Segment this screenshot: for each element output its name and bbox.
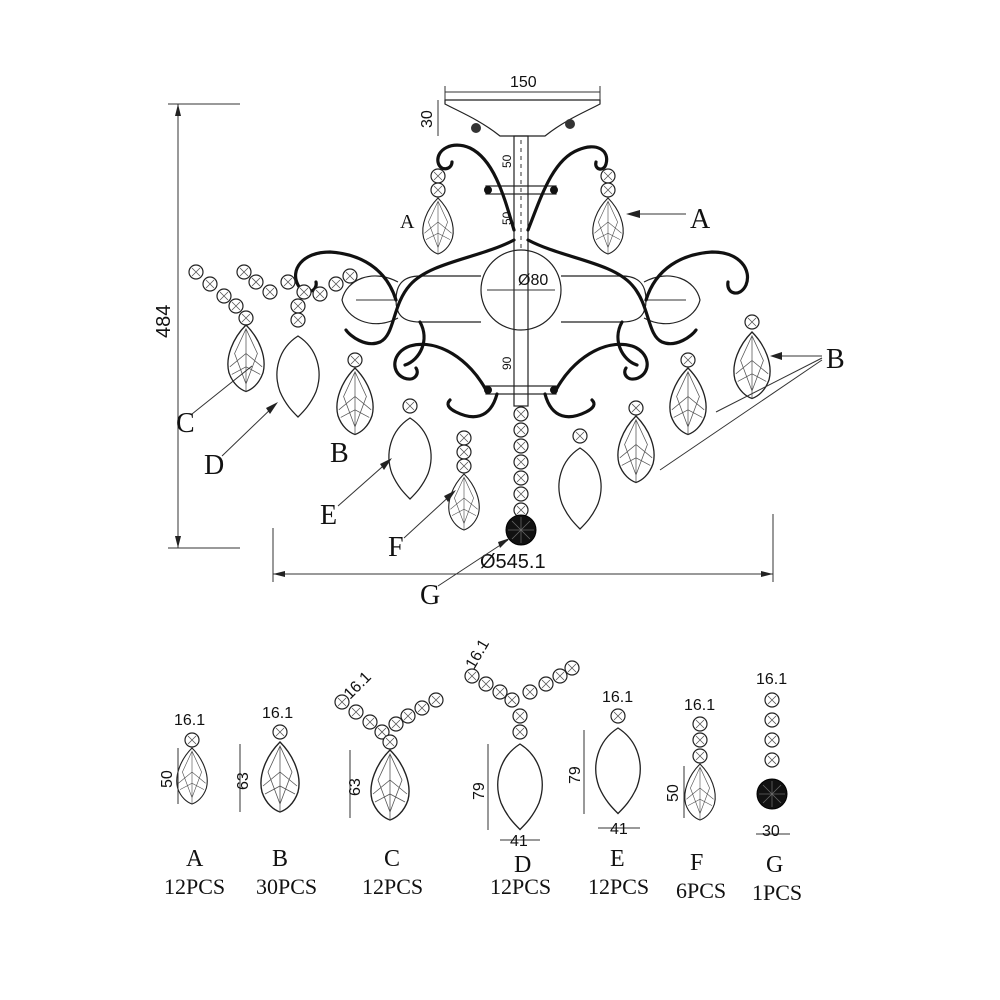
parts-legend: 16.1 50 A 12PCS 16.1 63 B 30PCS 16.1 xyxy=(159,636,802,905)
callout-e: E xyxy=(320,500,337,531)
part-c-height: 63 xyxy=(347,778,364,796)
part-e-top: 16.1 xyxy=(602,689,633,706)
rod-dim-3: 90 xyxy=(500,356,514,370)
part-e-width: 41 xyxy=(610,821,628,838)
part-b: 16.1 63 B 30PCS xyxy=(235,705,317,899)
part-d-top: 16.1 xyxy=(463,636,493,672)
callout-d: D xyxy=(204,450,224,481)
part-d-width: 41 xyxy=(510,833,528,850)
part-d-label: D xyxy=(514,852,531,878)
canopy-width-label: 150 xyxy=(510,74,537,91)
part-e-qty: 12PCS xyxy=(588,874,649,899)
part-c: 16.1 63 C 12PCS xyxy=(334,669,444,899)
part-b-top: 16.1 xyxy=(262,705,293,722)
upper-right-arm xyxy=(526,145,609,232)
main-assembly: 150 30 50 50 90 Ø80 xyxy=(153,74,845,611)
part-a-label: A xyxy=(186,846,204,872)
center-ball-label: Ø80 xyxy=(518,272,548,289)
part-e-label: E xyxy=(610,846,625,872)
part-f-top: 16.1 xyxy=(684,697,715,714)
part-f-label: F xyxy=(690,850,703,876)
part-g-label: G xyxy=(766,852,783,878)
callout-f: F xyxy=(388,532,404,563)
part-g-qty: 1PCS xyxy=(752,880,802,905)
part-g-width: 30 xyxy=(762,823,780,840)
part-c-qty: 12PCS xyxy=(362,874,423,899)
part-a: 16.1 50 A 12PCS xyxy=(159,712,225,899)
part-d-height: 79 xyxy=(471,782,488,800)
center-ball xyxy=(480,249,562,331)
callout-g: G xyxy=(420,580,440,611)
part-d: 16.1 79 41 D 12PCS xyxy=(463,636,580,899)
callout-a-right: A xyxy=(690,204,711,235)
callout-a-left: A xyxy=(400,211,415,233)
part-f-qty: 6PCS xyxy=(676,878,726,903)
part-b-qty: 30PCS xyxy=(256,874,317,899)
part-e: 16.1 79 41 E 12PCS xyxy=(567,689,649,899)
callout-b-left: B xyxy=(330,438,349,469)
part-f-height: 50 xyxy=(665,784,682,802)
canopy-height-label: 30 xyxy=(419,110,436,128)
part-a-qty: 12PCS xyxy=(164,874,225,899)
callout-c: C xyxy=(176,408,195,439)
diameter-label: Ø545.1 xyxy=(480,551,546,573)
part-c-label: C xyxy=(384,846,400,872)
right-long-arm xyxy=(644,250,749,302)
center-rod xyxy=(513,135,529,407)
total-height-label: 484 xyxy=(153,305,175,338)
part-a-height: 50 xyxy=(159,770,176,788)
part-g-top: 16.1 xyxy=(756,671,787,688)
part-b-height: 63 xyxy=(235,772,252,790)
part-a-top: 16.1 xyxy=(174,712,205,729)
garland-c xyxy=(188,264,358,418)
part-b-label: B xyxy=(272,846,288,872)
callout-b-right: B xyxy=(826,344,845,375)
part-d-qty: 12PCS xyxy=(490,874,551,899)
part-g: 16.1 30 G 1PCS xyxy=(752,671,802,905)
part-e-height: 79 xyxy=(567,766,584,784)
rod-dim-1: 50 xyxy=(500,154,514,168)
part-f: 16.1 50 F 6PCS xyxy=(665,697,726,903)
canopy xyxy=(444,99,601,137)
upper-left-arm xyxy=(436,143,516,232)
